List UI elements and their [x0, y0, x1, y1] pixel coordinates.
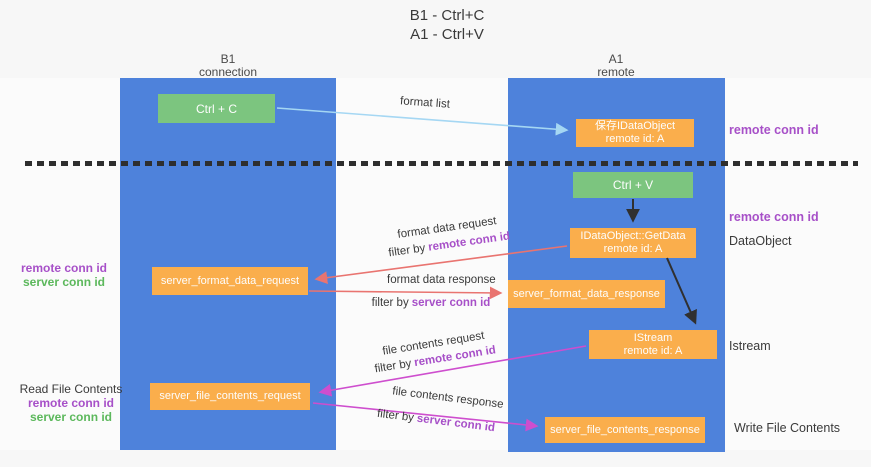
node-server-file-contents-response: server_file_contents_response — [545, 417, 705, 443]
node-server-format-data-request: server_format_data_request — [152, 267, 308, 295]
phase-divider-dashed-line — [25, 161, 858, 166]
remote-conn-id-label-mid: remote conn id — [729, 210, 819, 224]
file-section-left-labels: Read File Contents remote conn id server… — [16, 382, 126, 424]
node-save-idataobject: 保存IDataObject remote id: A — [576, 119, 694, 147]
node-istream: IStream remote id: A — [589, 330, 717, 359]
save-idataobject-line2: remote id: A — [605, 133, 665, 145]
istream-line1: IStream — [633, 331, 673, 344]
remote-conn-id-label-top: remote conn id — [729, 123, 819, 137]
getdata-line1: IDataObject::GetData — [580, 230, 686, 242]
title-line-1: B1 - Ctrl+C — [409, 7, 485, 24]
lane-header-a1: A1 remote — [556, 53, 676, 79]
node-idataobject-getdata: IDataObject::GetData remote id: A — [570, 228, 696, 258]
server-format-data-request-label: server_format_data_request — [160, 274, 300, 287]
node-server-file-contents-request: server_file_contents_request — [150, 383, 310, 410]
filter-by-text: filter by — [371, 297, 409, 309]
node-ctrl-c: Ctrl + C — [158, 94, 275, 123]
format-data-response-label: format data response — [387, 274, 496, 286]
remote-conn-id-label-left2: remote conn id — [27, 396, 114, 410]
istream-line2: remote id: A — [623, 344, 683, 357]
lane-b1-subtitle: connection — [198, 65, 258, 79]
server-conn-id-label-left1: server conn id — [22, 275, 106, 289]
ctrl-c-label: Ctrl + C — [195, 101, 237, 116]
save-idataobject-line1: 保存IDataObject — [594, 120, 676, 132]
server-conn-id-highlight: server conn id — [411, 297, 491, 309]
server-file-contents-response-label: server_file_contents_response — [550, 423, 700, 436]
dataobject-label: DataObject — [729, 234, 792, 248]
server-file-contents-request-label: server_file_contents_request — [159, 390, 301, 402]
server-conn-id-label-left2: server conn id — [29, 410, 113, 424]
lane-a1-name: A1 — [608, 52, 624, 66]
lane-a1-subtitle: remote — [597, 65, 635, 79]
node-server-format-data-response: server_format_data_response — [508, 280, 665, 308]
diagram-title: B1 - Ctrl+C A1 - Ctrl+V — [347, 6, 547, 44]
node-ctrl-v: Ctrl + V — [573, 172, 693, 198]
write-file-contents-label: Write File Contents — [734, 421, 841, 435]
remote-conn-id-label-left1: remote conn id — [20, 261, 107, 275]
istream-label: Istream — [729, 339, 771, 353]
format-section-conn-id-labels: remote conn id server conn id — [16, 261, 112, 289]
title-line-2: A1 - Ctrl+V — [410, 26, 484, 43]
getdata-line2: remote id: A — [603, 243, 663, 255]
lane-b1-name: B1 — [220, 52, 236, 66]
server-format-data-response-label: server_format_data_response — [513, 287, 660, 300]
ctrl-v-label: Ctrl + V — [612, 178, 654, 192]
lane-header-b1: B1 connection — [168, 53, 288, 79]
read-file-contents-label: Read File Contents — [19, 382, 123, 396]
